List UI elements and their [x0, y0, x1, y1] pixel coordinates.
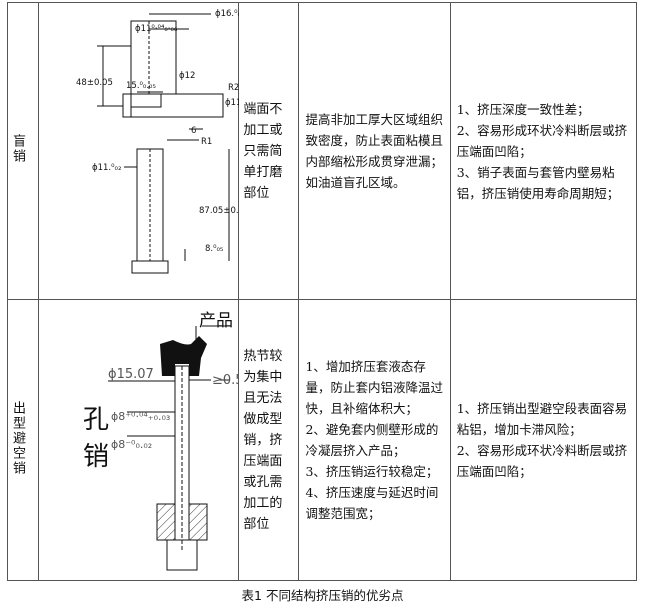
table-row: 出型避空销	[6, 299, 638, 581]
row-label-cell: 盲销	[6, 2, 40, 300]
comparison-table: 盲销	[6, 2, 638, 581]
dim-phi16: ϕ16.⁰₀₂	[215, 9, 239, 19]
disadvantages-cell: 1、挤压销出型避空段表面容易粘铝，增加卡滞风险； 2、容易形成环状冷料断层或挤压…	[449, 299, 638, 581]
dim-phi15: ϕ15.07	[108, 367, 154, 382]
relief-pin-drawing: 产品 ϕ15.07 ≥0.5 孔 销 ϕ8⁺⁰·⁰⁴₊₀.₀₃ ϕ8⁻⁰₀.₀₂	[83, 311, 244, 571]
drawing-cell: ϕ16.⁰₀₂ ϕ11⁰·⁰⁴₀·₀₆ ϕ12 R2 48±0.05 15.⁰₀…	[38, 2, 268, 300]
dim-r2: R2	[228, 83, 239, 93]
disadvantages-text: 1、挤压销出型避空段表面容易粘铝，增加卡滞风险； 2、容易形成环状冷料断层或挤压…	[456, 401, 628, 479]
advantages-cell: 1、增加挤压套液态存量，防止套内铝液降温过快，且补缩体积大； 2、避免套内侧壁形…	[298, 299, 451, 581]
dim-phi8-pin: ϕ8⁻⁰₀.₀₂	[111, 438, 152, 451]
product-label: 产品	[199, 311, 233, 331]
dim-87: 87.05±0.05	[199, 206, 239, 216]
hole-label: 孔	[83, 405, 109, 435]
dim-phi12: ϕ12	[179, 71, 195, 81]
row-label: 出型避空销	[10, 400, 25, 476]
dim-phi11-mid: ϕ11⁰·⁰⁴₀·₀₆	[225, 98, 239, 108]
dim-8: 8.⁰₀₅	[205, 244, 223, 254]
disadvantages-text: 1、挤压深度一致性差； 2、容易形成环状冷料断层或挤压端面凹陷； 3、销子表面与…	[456, 101, 628, 201]
dim-15: 15.⁰₀.₀₅	[126, 81, 156, 91]
blind-pin-drawing: ϕ16.⁰₀₂ ϕ11⁰·⁰⁴₀·₀₆ ϕ12 R2 48±0.05 15.⁰₀…	[76, 9, 268, 274]
applicable-cell: 热节较为集中且无法做成型销，挤压端面或孔需加工的部位	[238, 299, 300, 581]
disadvantages-cell: 1、挤压深度一致性差； 2、容易形成环状冷料断层或挤压端面凹陷； 3、销子表面与…	[449, 2, 638, 300]
advantages-text: 提高非加工厚大区域组织致密度，防止表面粘模且内部缩松形成贯穿泄漏； 如油道盲孔区…	[305, 112, 443, 190]
applicable-text: 端面不加工或只需简单打磨部位	[243, 101, 283, 201]
pin-label: 销	[83, 442, 109, 472]
row-label: 盲销	[10, 134, 25, 164]
product-shape	[160, 336, 208, 376]
advantages-cell: 提高非加工厚大区域组织致密度，防止表面粘模且内部缩松形成贯穿泄漏； 如油道盲孔区…	[298, 2, 451, 300]
dim-gap: ≥0.5	[212, 373, 239, 388]
dim-r1: R1	[201, 137, 212, 147]
applicable-cell: 端面不加工或只需简单打磨部位	[238, 2, 300, 300]
applicable-text: 热节较为集中且无法做成型销，挤压端面或孔需加工的部位	[243, 348, 283, 532]
dim-48: 48±0.05	[76, 78, 113, 88]
table-caption: 表1 不同结构挤压销的优劣点	[241, 588, 404, 603]
row-label-cell: 出型避空销	[6, 299, 40, 581]
drawing-cell: 产品 ϕ15.07 ≥0.5 孔 销 ϕ8⁺⁰·⁰⁴₊₀.₀₃ ϕ8⁻⁰₀.₀₂	[38, 299, 244, 581]
dim-6: 6	[191, 126, 196, 136]
dim-phi11-shaft: ϕ11.⁰₀₂	[92, 163, 121, 173]
dim-phi11-top: ϕ11⁰·⁰⁴₀·₀₆	[135, 24, 178, 34]
advantages-text: 1、增加挤压套液态存量，防止套内铝液降温过快，且补缩体积大； 2、避免套内侧壁形…	[305, 359, 443, 521]
dim-phi8-hole: ϕ8⁺⁰·⁰⁴₊₀.₀₃	[111, 410, 170, 423]
table-row: 盲销	[6, 2, 638, 300]
